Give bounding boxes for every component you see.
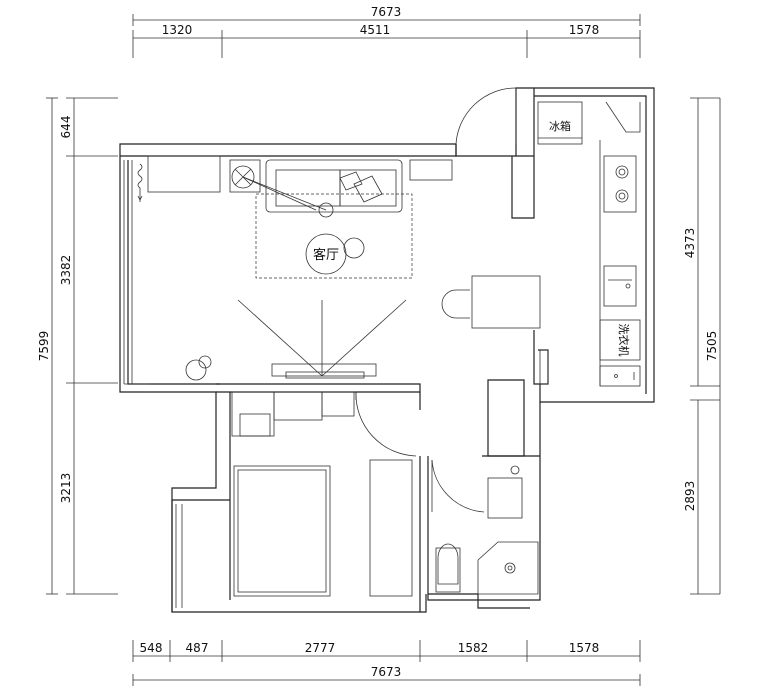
bathroom (431, 459, 539, 595)
dim-top-seg-2: 4511 (360, 23, 391, 37)
entrance-door (455, 87, 517, 145)
dimension-right (690, 97, 721, 595)
dim-top-total: 7673 (371, 5, 402, 19)
bedroom (231, 391, 417, 597)
dim-top-seg-3: 1578 (569, 23, 600, 37)
dim-bottom-seg-2: 487 (186, 641, 209, 655)
dim-left-seg-3: 3213 (59, 473, 73, 504)
living-room (147, 155, 453, 381)
window-left (123, 160, 183, 608)
dim-top-seg-1: 1320 (162, 23, 193, 37)
fridge-label: 冰箱 (549, 119, 571, 133)
kitchen (441, 101, 641, 387)
living-room-label: 客厅 (313, 247, 339, 263)
dim-bottom-seg-1: 548 (140, 641, 163, 655)
curtain-icon (137, 163, 143, 202)
dim-left-total: 7599 (37, 331, 51, 362)
dim-right-seg-1: 4373 (683, 228, 697, 259)
dim-bottom-total: 7673 (371, 665, 402, 679)
dim-bottom-seg-3: 2777 (305, 641, 336, 655)
dim-left-seg-1: 644 (59, 116, 73, 139)
dim-left-seg-2: 3382 (59, 255, 73, 286)
dim-bottom-seg-4: 1582 (458, 641, 489, 655)
walls (119, 87, 655, 613)
dim-right-total: 7505 (705, 331, 719, 362)
washer-label: 洗衣机 (617, 324, 631, 357)
dimension-top (132, 14, 641, 58)
dimension-left (46, 97, 118, 595)
dim-bottom-seg-5: 1578 (569, 641, 600, 655)
dimension-bottom (132, 640, 641, 686)
dim-right-seg-2: 2893 (683, 481, 697, 512)
